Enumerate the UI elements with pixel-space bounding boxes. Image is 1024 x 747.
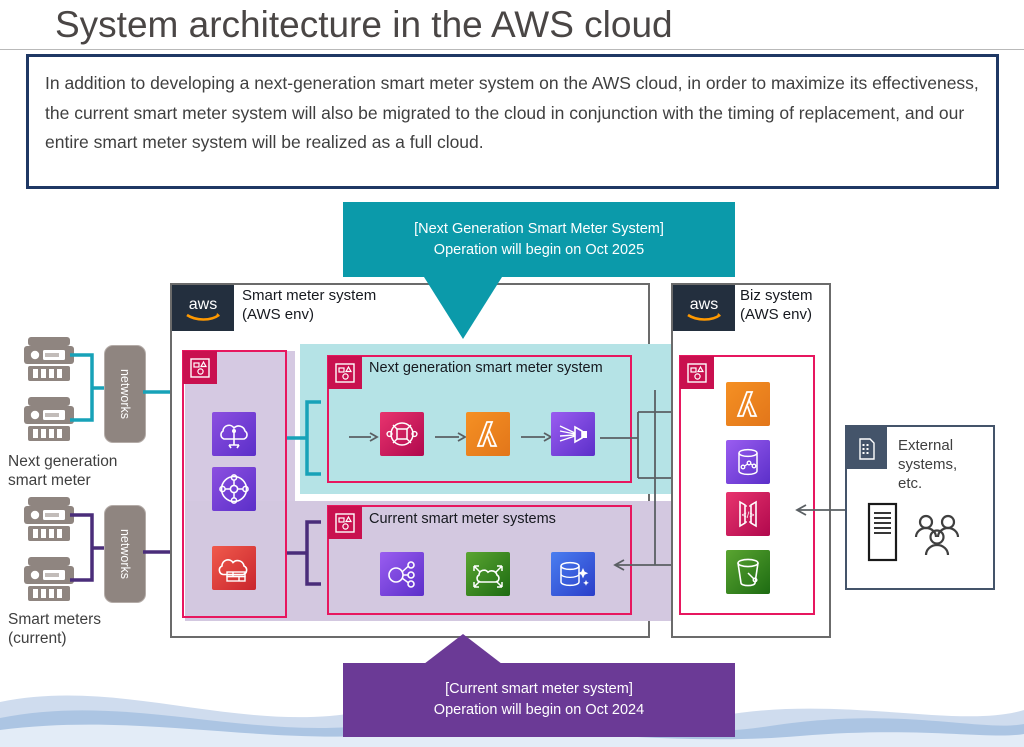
- flow-arrow: [435, 432, 467, 442]
- next-generation-callout-arrow: [424, 277, 502, 339]
- aws-transit-gateway-icon: [212, 467, 256, 511]
- svg-text:aws: aws: [690, 296, 718, 313]
- smart-meter-icon: [24, 337, 74, 381]
- aws-iot-core-icon: [380, 412, 424, 456]
- smart-meter-system-title: Smart meter system (AWS env): [242, 287, 377, 323]
- current-meter-label: Smart meters (current): [8, 611, 102, 647]
- next-generation-callout-line1: [Next Generation Smart Meter System]: [414, 221, 664, 237]
- current-zone-label: Current smart meter systems: [369, 511, 556, 527]
- svg-text:</>: </>: [741, 510, 754, 520]
- networks-box-current: networks: [104, 505, 146, 603]
- intro-text: In addition to developing a next-generat…: [45, 73, 979, 152]
- resource-group-icon: [328, 356, 362, 389]
- next-generation-callout: [Next Generation Smart Meter System] Ope…: [343, 202, 735, 277]
- next-generation-zone-box: [327, 355, 632, 483]
- network-zone-box: [182, 350, 287, 618]
- aws-s3-bucket-icon: [726, 550, 770, 594]
- aws-cloud-map-icon: [380, 552, 424, 596]
- resource-group-icon: [183, 351, 217, 384]
- next-generation-zone-label: Next generation smart meter system: [369, 360, 603, 376]
- current-callout-line2: Operation will begin on Oct 2024: [433, 702, 645, 718]
- next-generation-callout-line2: Operation will begin on Oct 2025: [433, 242, 645, 258]
- current-callout-arrow: [424, 634, 502, 664]
- aws-auto-scaling-icon: [466, 552, 510, 596]
- users-group-icon: [914, 514, 960, 556]
- aws-logo: aws: [673, 285, 735, 331]
- current-systems-band: [185, 501, 684, 621]
- biz-system-zone-box: [679, 355, 815, 615]
- biz-system-title: Biz system (AWS env): [740, 287, 813, 323]
- current-callout-line1: [Current smart meter system]: [445, 681, 633, 697]
- intro-callout-box: In addition to developing a next-generat…: [26, 54, 999, 189]
- page-title: System architecture in the AWS cloud: [55, 4, 673, 45]
- current-callout: [Current smart meter system] Operation w…: [343, 663, 735, 737]
- aws-network-firewall-icon: [212, 546, 256, 590]
- current-zone-box: [327, 505, 632, 615]
- next-generation-meter-label: Next generation smart meter: [8, 453, 118, 489]
- bracket-teal: [287, 400, 321, 476]
- external-to-biz-arrow: [795, 504, 850, 516]
- networks-label: networks: [118, 368, 132, 420]
- svg-text:aws: aws: [189, 296, 217, 313]
- bracket-purple: [287, 520, 321, 586]
- resource-group-icon: [328, 506, 362, 539]
- external-systems-label: External systems, etc.: [898, 437, 958, 492]
- aws-database-icon: [551, 552, 595, 596]
- aws-api-gateway-icon: </>: [726, 492, 770, 536]
- smart-meter-icon: [24, 497, 74, 541]
- aws-logo: aws: [172, 285, 234, 331]
- networks-label: networks: [118, 528, 132, 580]
- resource-group-icon: [680, 356, 714, 389]
- flow-arrow: [521, 432, 553, 442]
- aws-direct-connect-icon: [212, 412, 256, 456]
- title-divider: [0, 49, 1024, 50]
- aws-kinesis-data-firehose-icon: [551, 412, 595, 456]
- building-icon: [847, 427, 887, 469]
- smart-meter-icon: [24, 557, 74, 601]
- aws-timestream-icon: [726, 440, 770, 484]
- aws-lambda-icon: [726, 382, 770, 426]
- networks-box-next-generation: networks: [104, 345, 146, 443]
- server-rack-icon: [867, 502, 898, 562]
- aws-lambda-icon: [466, 412, 510, 456]
- smart-meter-icon: [24, 397, 74, 441]
- flow-arrow: [349, 432, 379, 442]
